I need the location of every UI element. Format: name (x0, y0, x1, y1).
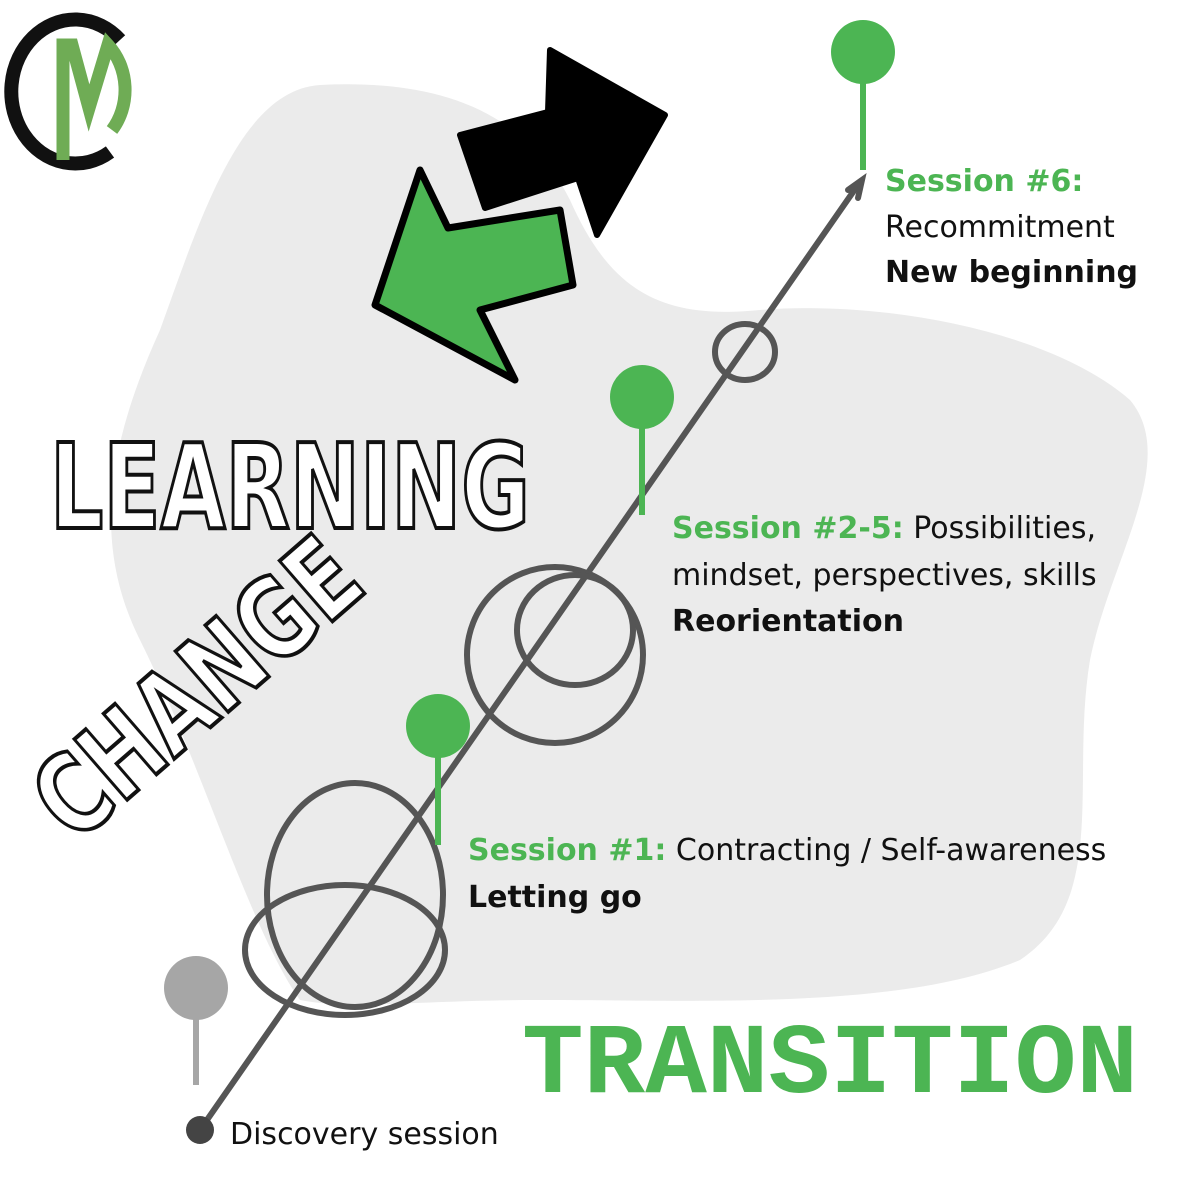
logo-m-letter (56, 32, 132, 160)
session-2-5-line: Session #2-5: Possibilities, (672, 511, 1096, 546)
pin-discovery (164, 956, 228, 1144)
logo (4, 12, 132, 171)
session-2-5-phase: Reorientation (672, 604, 904, 639)
session-6-desc: Recommitment (885, 210, 1115, 245)
green-arrow-icon (371, 166, 577, 384)
discovery-label: Discovery session (230, 1117, 499, 1152)
session-1-phase: Letting go (468, 880, 642, 915)
journey-path (197, 173, 867, 1133)
pin-session-6 (831, 20, 895, 170)
session-1-desc: Contracting / Self-awareness (676, 833, 1106, 868)
session-2-5-desc2: mindset, perspectives, skills (672, 558, 1097, 593)
session-2-5-title: Session #2-5: (672, 511, 904, 546)
session-2-5-desc: Possibilities, (913, 511, 1096, 546)
black-arrow-icon (457, 47, 668, 238)
session-6-title: Session #6: (885, 164, 1083, 199)
pin-session-1 (406, 694, 470, 845)
session-1-title: Session #1: (468, 833, 666, 868)
logo-c-ring (4, 12, 126, 171)
learning-word: LEARNING (50, 418, 530, 556)
transition-word: TRANSITION (522, 1010, 1138, 1123)
session-6-phase: New beginning (885, 255, 1138, 290)
pin-session-2-5 (610, 365, 674, 515)
session-1-line: Session #1: Contracting / Self-awareness (468, 833, 1106, 868)
background-blob (111, 84, 1148, 1005)
